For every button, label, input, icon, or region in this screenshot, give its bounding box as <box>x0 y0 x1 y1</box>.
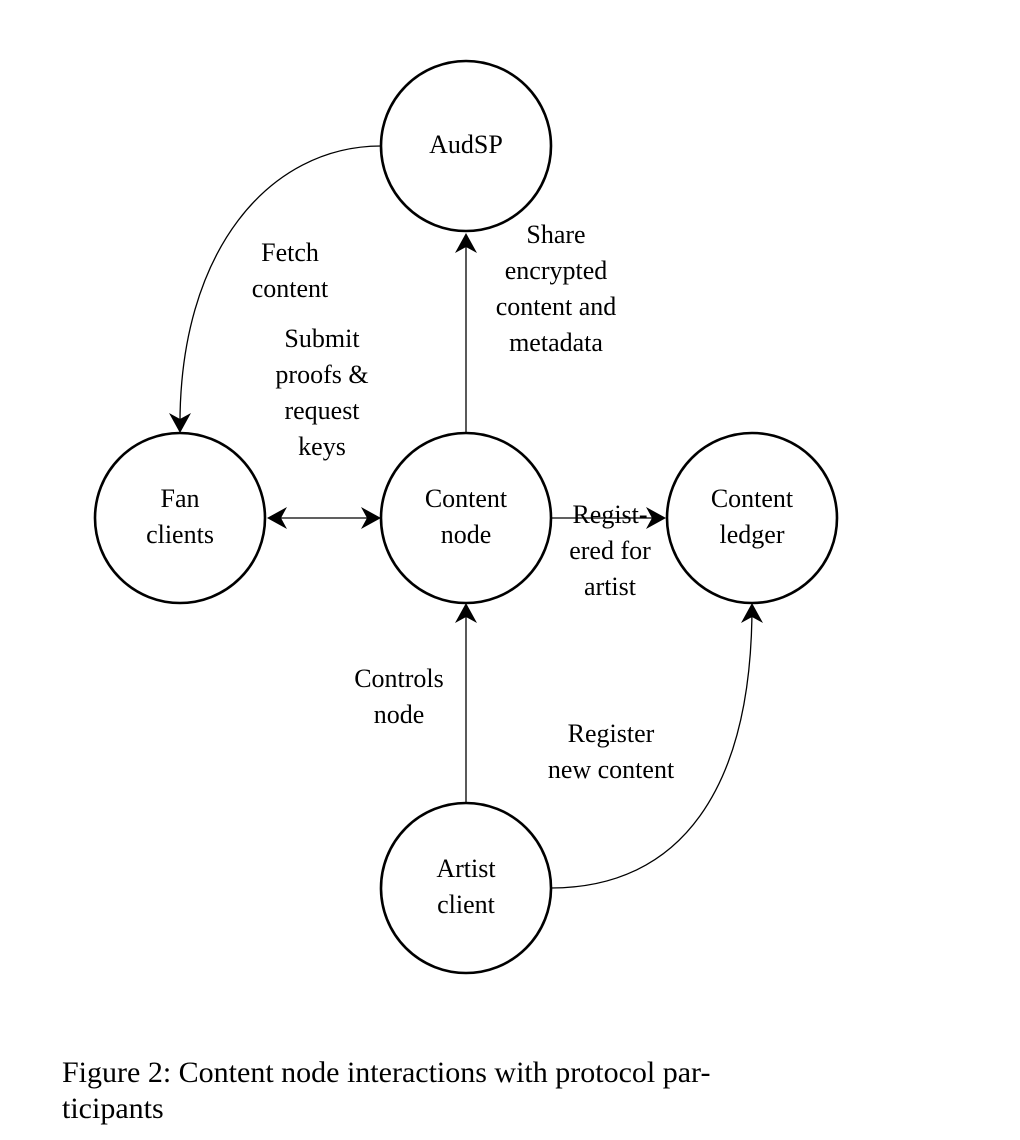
node-label-content-ledger-line: Content <box>711 484 794 513</box>
protocol-diagram: AudSP Fan clients Content node Content ledgerA… <box>93 59 839 975</box>
node-label-audsp-line: AudSP <box>429 130 503 159</box>
edge-line-fetch-content <box>179 145 382 431</box>
node-label-content-ledger-line: ledger <box>720 520 785 549</box>
edge-fetch-content <box>169 145 382 433</box>
edge-label-controls-node-line: node <box>374 700 425 729</box>
node-content-ledger: Content ledger <box>665 431 839 605</box>
node-circle-audsp <box>379 59 553 233</box>
edge-share-encrypted <box>455 233 477 433</box>
nodes-layer: AudSP Fan clients Content node Content ledgerA… <box>93 59 839 975</box>
node-artist-client: Artist client <box>379 801 553 975</box>
edge-register-new-content <box>550 603 763 889</box>
edge-label-controls-node-line: Controls <box>354 664 444 693</box>
caption-line-2: ticipants <box>62 1092 164 1125</box>
node-circle-artist-client <box>379 801 553 975</box>
node-label-fan-clients-line: clients <box>146 520 214 549</box>
arrow-head-icon <box>455 233 477 253</box>
edge-label-share-encrypted-line: Share <box>526 220 585 249</box>
edge-label-submit-proofs-line: request <box>284 396 360 425</box>
node-circle-content-node <box>379 431 553 605</box>
edge-label-register-new-content-line: new content <box>548 755 675 784</box>
node-label-content-ledger: Content ledger <box>711 484 794 549</box>
edge-label-submit-proofs-line: Submit <box>284 324 360 353</box>
edge-label-share-encrypted-line: content and <box>496 292 617 321</box>
arrow-head-icon <box>646 507 666 529</box>
edge-label-submit-proofs-line: proofs & <box>275 360 368 389</box>
edge-label-registered-for-artist-line: ered for <box>569 536 651 565</box>
node-label-fan-clients: Fan clients <box>146 484 214 549</box>
edge-label-fetch-content-line: content <box>252 274 329 303</box>
edge-submit-proofs <box>267 507 381 529</box>
edge-label-submit-proofs-line: keys <box>298 432 346 461</box>
node-label-artist-client: Artist client <box>436 854 496 919</box>
node-circle-fan-clients <box>93 431 267 605</box>
node-fan-clients: Fan clients <box>93 431 267 605</box>
figure-caption: Figure 2: Content node interactions with… <box>62 1055 882 1127</box>
edge-label-fetch-content-line: Fetch <box>261 238 319 267</box>
node-circle-content-ledger <box>665 431 839 605</box>
edge-labels-layer: Fetch content Share encrypted content and met… <box>252 220 675 784</box>
arrow-head-icon <box>741 603 763 623</box>
edge-label-registered-for-artist: Regist-ered for artist <box>569 500 651 601</box>
node-label-content-node: Content node <box>425 484 508 549</box>
node-label-artist-client-line: Artist <box>436 854 496 883</box>
node-label-content-node-line: Content <box>425 484 508 513</box>
node-audsp: AudSP <box>379 59 553 233</box>
edges-layer <box>169 145 763 889</box>
arrow-head-icon <box>169 413 191 433</box>
node-label-content-node-line: node <box>441 520 492 549</box>
edge-registered-for-artist <box>551 507 666 529</box>
arrow-head-icon <box>267 507 287 529</box>
edge-line-register-new-content <box>550 605 753 889</box>
edge-label-share-encrypted-line: encrypted <box>505 256 608 285</box>
node-label-artist-client-line: client <box>437 890 496 919</box>
edge-label-controls-node: Controls node <box>354 664 444 729</box>
edge-label-share-encrypted-line: metadata <box>509 328 603 357</box>
arrow-head-icon <box>455 603 477 623</box>
edge-label-register-new-content-line: Register <box>568 719 655 748</box>
edge-label-fetch-content: Fetch content <box>252 238 329 303</box>
edge-label-registered-for-artist-line: Regist- <box>572 500 647 529</box>
caption-line-1: Figure 2: Content node interactions with… <box>62 1056 711 1089</box>
arrow-head-icon <box>361 507 381 529</box>
node-label-fan-clients-line: Fan <box>161 484 200 513</box>
edge-label-registered-for-artist-line: artist <box>584 572 637 601</box>
edge-label-register-new-content: Register new content <box>548 719 675 784</box>
edge-controls-node <box>455 603 477 803</box>
node-label-audsp: AudSP <box>429 130 503 159</box>
edge-label-share-encrypted: Share encrypted content and metadata <box>496 220 617 357</box>
node-content-node: Content node <box>379 431 553 605</box>
edge-label-submit-proofs: Submit proofs & request keys <box>275 324 368 461</box>
